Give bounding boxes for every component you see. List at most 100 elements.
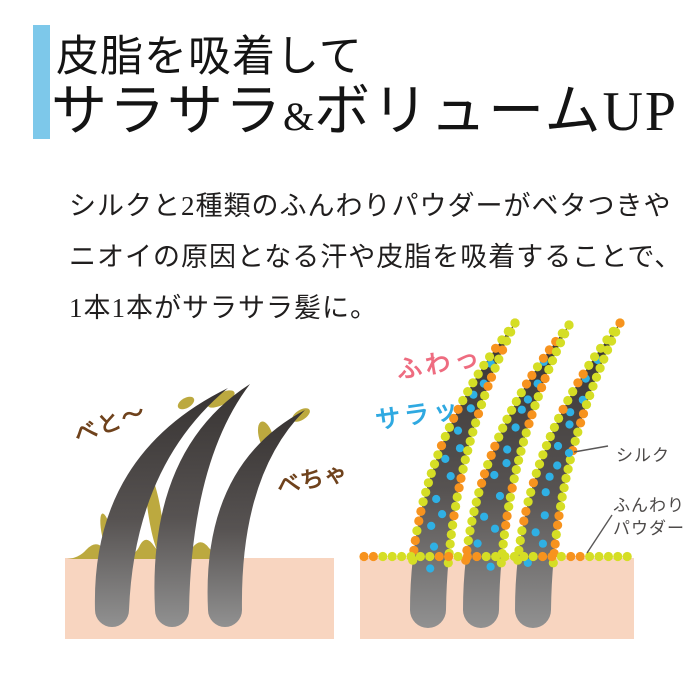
powder-dot [595, 363, 605, 373]
powder-dot [563, 395, 573, 406]
silk-dot [541, 488, 550, 497]
silk-dot [429, 542, 439, 551]
powder-dot [537, 382, 547, 393]
powder-dot [460, 455, 470, 465]
powder-dot [540, 373, 550, 384]
powder-dot [423, 478, 433, 488]
silk-dot [455, 444, 465, 453]
powder-dot [491, 551, 501, 562]
powder-dot [444, 422, 454, 432]
powder-dot [564, 320, 574, 330]
powder-dot [607, 336, 617, 346]
powder-dot [555, 338, 566, 348]
powder-dot [415, 551, 425, 562]
silk-dot [432, 494, 441, 504]
powder-dot [421, 487, 431, 497]
powder-dot [498, 539, 508, 549]
powder-dot [594, 551, 604, 562]
before-hair-illustration [65, 384, 334, 639]
powder-dot [504, 502, 514, 512]
silk-dot [545, 472, 554, 481]
powder-dot [550, 539, 560, 549]
powder-dot [481, 551, 491, 562]
silk-dot [540, 511, 549, 520]
powder-dot [463, 446, 473, 456]
powder-dot [387, 551, 397, 562]
powder-dot [454, 483, 464, 493]
sebum-blob [177, 396, 195, 410]
title-accent-bar [33, 25, 50, 139]
powder-dot [491, 343, 501, 353]
powder-dot [397, 551, 407, 562]
powder-dot [468, 427, 478, 437]
powder-dot [524, 419, 534, 429]
powder-dot [511, 465, 521, 475]
powder-dot [521, 428, 531, 438]
silk-dot [426, 564, 435, 573]
powder-dot [480, 390, 490, 401]
powder-dot [547, 551, 557, 562]
powder-dot [458, 464, 468, 474]
powder-dot [445, 539, 455, 549]
description-line: ニオイの原因となる汗や皮脂を吸着することで、 [69, 242, 683, 272]
powder-dot [568, 387, 578, 397]
powder-dot [517, 526, 527, 536]
powder-dot [468, 378, 478, 388]
powder-dot [463, 536, 473, 546]
powder-dot [559, 483, 569, 493]
powder-dot [545, 431, 555, 442]
powder-dot [436, 441, 447, 451]
powder-dot [515, 535, 525, 546]
powder-dot [446, 529, 456, 540]
silk-dot [495, 491, 505, 501]
powder-dot [523, 497, 533, 507]
powder-dot [471, 418, 481, 428]
powder-dot [585, 390, 595, 401]
powder-dot [531, 468, 541, 478]
silk-leader-line [573, 445, 609, 453]
powder-dot [554, 511, 564, 521]
powder-dot [565, 455, 575, 465]
powder-dot [560, 329, 570, 339]
hair-strand [463, 325, 569, 628]
powder-dot [490, 363, 500, 373]
powder-dot [477, 478, 487, 488]
powder-dot [479, 469, 490, 479]
powder-dot [412, 526, 422, 536]
powder-dot [429, 459, 440, 469]
powder-dot [575, 551, 585, 562]
powder-dot [547, 356, 558, 366]
powder-dot [440, 431, 450, 442]
powder-dot [467, 516, 477, 526]
silk-dot [503, 445, 512, 454]
powder-dot [509, 474, 519, 484]
powder-dot [425, 551, 435, 562]
powder-dot [603, 345, 613, 355]
powder-dot [527, 410, 537, 420]
powder-dot [465, 526, 475, 536]
powder-dot [527, 370, 537, 380]
powder-dot [433, 450, 443, 460]
powder-dot [469, 507, 479, 517]
silk-target-dot [564, 448, 574, 458]
silk-dot [565, 420, 574, 429]
powder-dot [596, 343, 606, 353]
powder-dot [458, 395, 468, 406]
annotation-powder: ふんわり パウダー [613, 494, 685, 540]
silk-dot [531, 528, 540, 537]
description-line: シルクと2種類のふんわりパウダーがベタつきや [69, 191, 672, 221]
powder-dot [538, 551, 548, 562]
silk-dot [538, 539, 547, 548]
page-title-line2: サラサラ&ボリュームUP [51, 66, 678, 147]
powder-dot [591, 372, 602, 382]
powder-dot [507, 483, 517, 493]
powder-dot [499, 530, 509, 540]
title-segment-sarasara: サラサラ [51, 81, 283, 143]
silk-dot [473, 539, 482, 548]
powder-dot [615, 318, 625, 328]
powder-dot [486, 372, 497, 382]
powder-dot [473, 409, 484, 419]
powder-dot [502, 336, 512, 346]
description-line: 1本1本がサラサラ髪に。 [69, 293, 378, 323]
